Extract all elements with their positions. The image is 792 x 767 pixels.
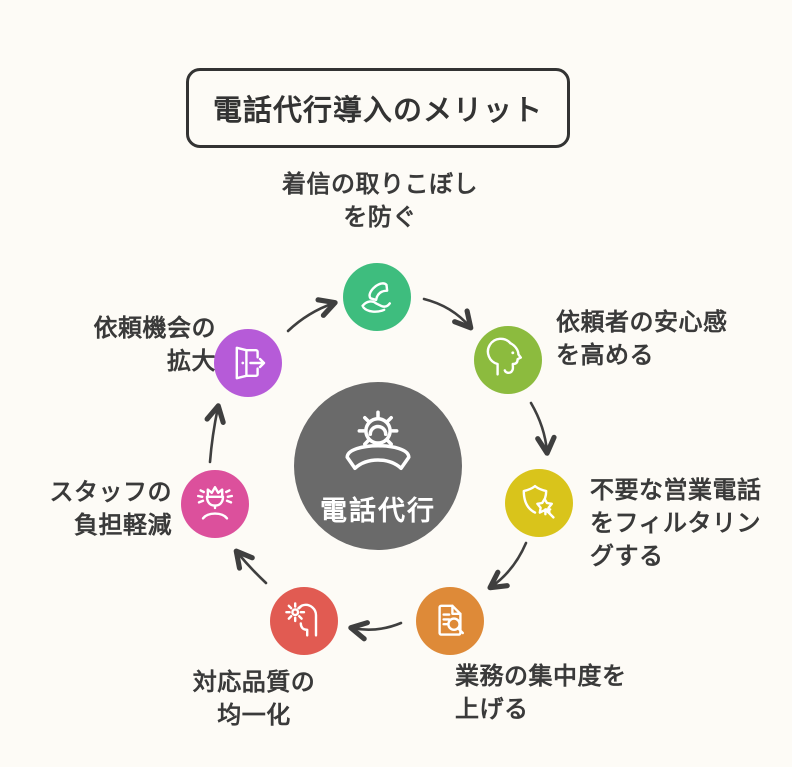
node-raise-work-focus: [416, 587, 484, 655]
gear-phone-icon: [345, 409, 411, 470]
node-prevent-missed-calls: [343, 263, 411, 331]
center-hub-label: 電話代行: [320, 495, 436, 526]
node-filter-sales-calls: [505, 469, 573, 537]
arrow-yellow-to-orange: [487, 541, 528, 591]
label-client-reassurance: 依頼者の安心感 を高める: [556, 309, 728, 370]
center-hub: 電話代行: [294, 382, 462, 550]
node-client-reassurance: [474, 326, 542, 394]
door-exit-arrow-icon: [235, 346, 266, 380]
label-filter-sales-calls: 不要な営業電話 をフィルタリン グする: [590, 477, 762, 571]
arrow-lightgreen-to-yellow: [529, 401, 557, 456]
arrow-green-to-lightgreen: [422, 297, 474, 331]
arrow-pink-to-purple: [204, 403, 226, 464]
node-reduce-staff-burden: [181, 470, 249, 538]
document-search-icon: [438, 604, 464, 636]
head-gear-icon: [285, 602, 318, 637]
label-uniform-response-quality: 対応品質の 均一化: [192, 669, 316, 730]
node-expand-request-opportunities: [214, 329, 282, 397]
arrow-purple-to-green: [286, 297, 338, 333]
arrow-orange-to-red: [348, 620, 403, 642]
label-prevent-missed-calls: 着信の取りこぼし を防ぐ: [282, 171, 478, 232]
label-expand-request-opportunities: 依頼機会の 拡大: [93, 315, 216, 376]
node-uniform-response-quality: [270, 587, 338, 655]
crowned-person-icon: [197, 486, 233, 520]
title-box: 電話代行導入のメリット: [186, 68, 570, 148]
diagram-title: 電話代行導入のメリット: [212, 95, 543, 127]
label-raise-work-focus: 業務の集中度を 上げる: [455, 663, 627, 724]
hand-holding-phone-icon: [361, 282, 391, 313]
shield-filter-icon: [522, 485, 555, 519]
face-profile-icon: [486, 337, 522, 376]
label-reduce-staff-burden: スタッフの 負担軽減: [49, 479, 172, 540]
arrow-red-to-pink: [233, 548, 268, 585]
